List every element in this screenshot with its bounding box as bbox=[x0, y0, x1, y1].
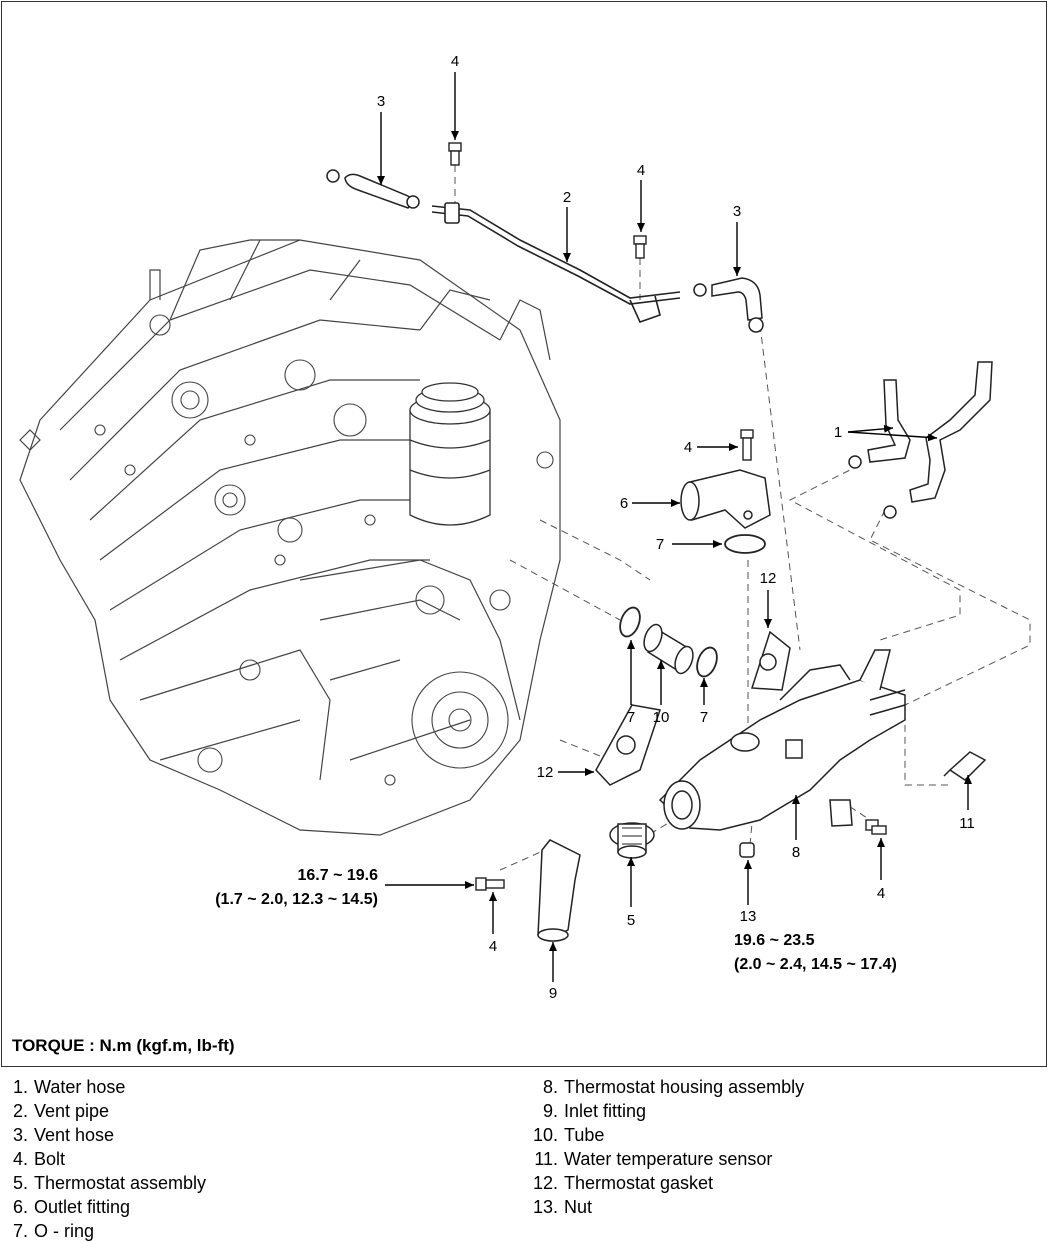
legend-item: 10. Tube bbox=[520, 1123, 804, 1147]
legend-item-label: Inlet fitting bbox=[564, 1101, 647, 1121]
legend-item: 6. Outlet fitting bbox=[0, 1195, 206, 1219]
legend-item-label: Thermostat housing assembly bbox=[564, 1077, 805, 1097]
diagram-frame bbox=[1, 1, 1047, 1067]
callout-8: 8 bbox=[792, 844, 800, 861]
gasket-upper bbox=[750, 630, 791, 691]
callout-12: 12 bbox=[760, 570, 777, 587]
legend-item-label: Water hose bbox=[34, 1077, 126, 1097]
water-temp-sensor bbox=[943, 751, 987, 781]
legend-item-number: 9. bbox=[542, 1101, 558, 1121]
callout-4: 4 bbox=[684, 439, 692, 456]
legend-item: 9. Inlet fitting bbox=[520, 1099, 804, 1123]
bolt-lower-right bbox=[865, 819, 887, 835]
legend-item: 8. Thermostat housing assembly bbox=[520, 1075, 804, 1099]
inlet-fitting bbox=[537, 839, 581, 942]
legend-item-label: Vent hose bbox=[34, 1125, 115, 1145]
legend-item-number: 8. bbox=[542, 1077, 558, 1097]
legend-item-number: 2. bbox=[12, 1101, 28, 1121]
legend-item-number: 6. bbox=[12, 1197, 28, 1217]
torque-spec-left-line1: 16.7 ~ 19.6 bbox=[297, 867, 378, 884]
callout-1: 1 bbox=[834, 424, 842, 441]
water-hose-long bbox=[883, 361, 993, 519]
callout-6: 6 bbox=[620, 495, 628, 512]
legend-item-number: 11. bbox=[534, 1149, 558, 1169]
o-ring-left bbox=[619, 606, 641, 638]
legend-item-number: 7. bbox=[12, 1221, 28, 1241]
legend-item-number: 12. bbox=[532, 1173, 558, 1193]
parts-legend: 1. Water hose 2. Vent pipe 3. Vent hose 4. Bolt… bbox=[0, 1075, 1050, 1243]
legend-item-label: Nut bbox=[564, 1197, 593, 1217]
tube bbox=[643, 623, 694, 675]
callout-5: 5 bbox=[627, 912, 635, 929]
legend-item-number: 4. bbox=[12, 1149, 28, 1169]
legend-item: 3. Vent hose bbox=[0, 1123, 206, 1147]
water-hose-short bbox=[848, 379, 911, 469]
bolt-lower-left bbox=[475, 877, 505, 891]
legend-item-label: O - ring bbox=[34, 1221, 95, 1241]
torque-spec-right-line2: (2.0 ~ 2.4, 14.5 ~ 17.4) bbox=[734, 956, 897, 973]
engine-block bbox=[19, 239, 561, 836]
legend-item-number: 3. bbox=[12, 1125, 28, 1145]
callout-2: 2 bbox=[563, 189, 571, 206]
vent-hose-right bbox=[693, 277, 764, 333]
bolt-mid bbox=[633, 235, 647, 259]
legend-item-label: Bolt bbox=[34, 1149, 66, 1169]
callout-7: 7 bbox=[656, 536, 664, 553]
o-ring-right bbox=[696, 646, 718, 678]
thermostat-assembly bbox=[609, 822, 655, 859]
legend-item-label: Vent pipe bbox=[34, 1101, 110, 1121]
callout-4: 4 bbox=[877, 885, 885, 902]
legend-item-label: Tube bbox=[564, 1125, 605, 1145]
legend-item-label: Thermostat gasket bbox=[564, 1173, 714, 1193]
oil-filter bbox=[409, 382, 491, 526]
legend-item: 13. Nut bbox=[520, 1195, 804, 1219]
callout-13: 13 bbox=[740, 908, 757, 925]
callout-4: 4 bbox=[451, 53, 459, 70]
legend-column-right: 8. Thermostat housing assembly 9. Inlet fit… bbox=[520, 1075, 804, 1219]
outlet-fitting bbox=[680, 469, 771, 529]
bracket bbox=[829, 799, 853, 827]
callout-4: 4 bbox=[637, 162, 645, 179]
legend-item: 4. Bolt bbox=[0, 1147, 206, 1171]
o-ring-top bbox=[724, 534, 766, 554]
legend-item: 5. Thermostat assembly bbox=[0, 1171, 206, 1195]
callout-4: 4 bbox=[489, 938, 497, 955]
leader-lines bbox=[377, 72, 972, 982]
legend-item: 2. Vent pipe bbox=[0, 1099, 206, 1123]
callout-9: 9 bbox=[549, 985, 557, 1002]
callout-7: 7 bbox=[700, 709, 708, 726]
legend-item-label: Thermostat assembly bbox=[34, 1173, 207, 1193]
legend-item-label: Water temperature sensor bbox=[564, 1149, 773, 1169]
callout-7: 7 bbox=[627, 709, 635, 726]
legend-item-number: 5. bbox=[12, 1173, 28, 1193]
torque-spec-left-line2: (1.7 ~ 2.0, 12.3 ~ 14.5) bbox=[215, 891, 378, 908]
callout-3: 3 bbox=[733, 203, 741, 220]
thermostat-housing bbox=[658, 649, 906, 831]
callout-12: 12 bbox=[537, 764, 554, 781]
legend-item-number: 10. bbox=[532, 1125, 558, 1145]
legend-item: 1. Water hose bbox=[0, 1075, 206, 1099]
vent-pipe bbox=[431, 202, 681, 323]
engine-details bbox=[94, 314, 554, 786]
callout-11: 11 bbox=[959, 815, 975, 832]
legend-item-label: Outlet fitting bbox=[34, 1197, 131, 1217]
callout-3: 3 bbox=[377, 93, 385, 110]
legend-item-number: 1. bbox=[12, 1077, 28, 1097]
torque-spec-right-line1: 19.6 ~ 23.5 bbox=[734, 932, 815, 949]
bolt-top bbox=[448, 142, 462, 166]
legend-item: 12. Thermostat gasket bbox=[520, 1171, 804, 1195]
callout-10: 10 bbox=[653, 709, 670, 726]
torque-unit-note: TORQUE : N.m (kgf.m, lb-ft) bbox=[12, 1036, 235, 1055]
legend-item: 7. O - ring bbox=[0, 1219, 206, 1243]
exploded-diagram: 3 4 2 4 3 1 4 6 7 12 7 10 7 12 11 8 4 13… bbox=[19, 53, 1031, 1002]
bolt-outlet bbox=[740, 429, 754, 461]
legend-item-number: 13. bbox=[532, 1197, 558, 1217]
nut bbox=[739, 842, 755, 858]
legend-item: 11. Water temperature sensor bbox=[520, 1147, 804, 1171]
gasket-lower bbox=[595, 704, 661, 786]
legend-column-left: 1. Water hose 2. Vent pipe 3. Vent hose 4. Bolt… bbox=[0, 1075, 206, 1243]
callout-labels: 3 4 2 4 3 1 4 6 7 12 7 10 7 12 11 8 4 13… bbox=[215, 53, 975, 1002]
vent-hose-left bbox=[326, 169, 420, 209]
